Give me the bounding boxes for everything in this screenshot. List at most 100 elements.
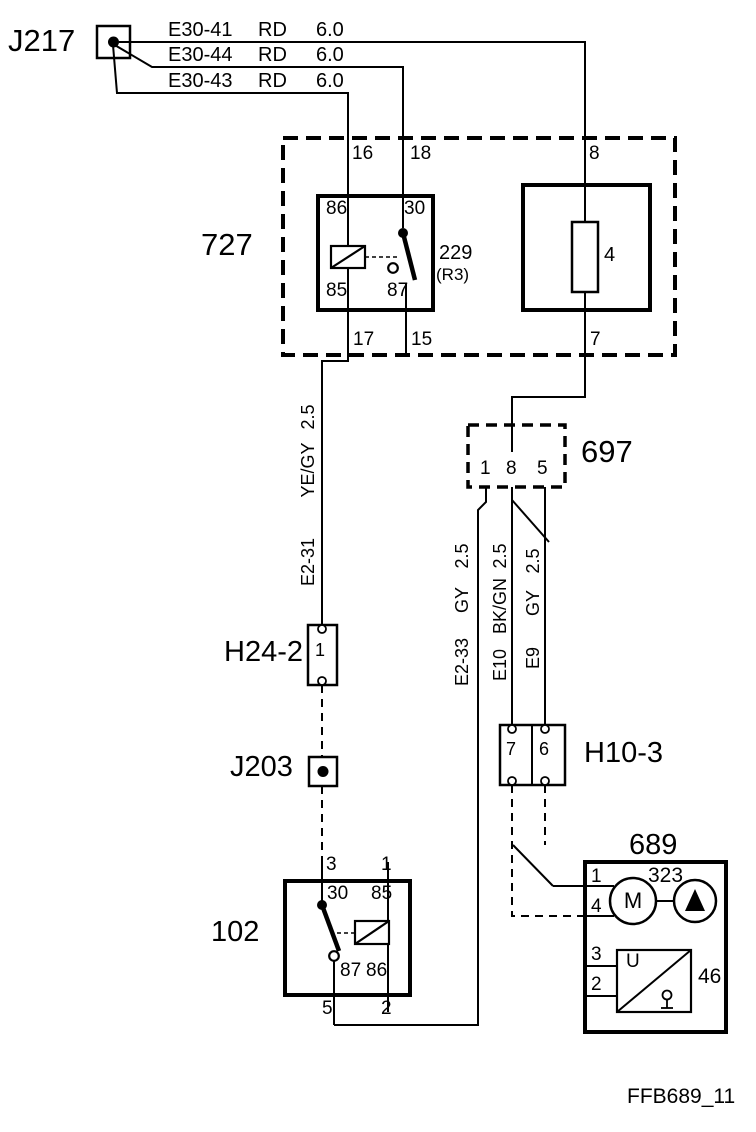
module-727-label: 727	[201, 227, 253, 262]
relay-102-label: 102	[211, 916, 260, 948]
pump-circle	[672, 878, 718, 924]
wire-e10-color: BK/GN	[490, 577, 510, 635]
comp102-pin-1: 1	[381, 854, 392, 875]
relay229-coil-diagonal	[330, 245, 366, 269]
level-sensor-box	[615, 948, 693, 1014]
conn697-border	[466, 423, 567, 489]
wire-color-label: RD	[258, 19, 287, 41]
comp102-terminal-86: 86	[366, 960, 388, 981]
pin-label-8: 8	[589, 143, 600, 164]
connH10-3-pin6-top	[540, 724, 550, 734]
motor-m-label: M	[623, 888, 643, 913]
sensor-46-label: 46	[698, 965, 722, 988]
wire-color-label: RD	[258, 44, 287, 66]
wire-e30-41	[119, 41, 586, 222]
pump-triangle-icon	[685, 889, 705, 911]
connector-697-label: 697	[581, 434, 633, 469]
connector-h10-3-label: H10-3	[584, 737, 663, 769]
comp102-coil-diagonal	[354, 920, 390, 945]
connH10-3-pin7-top	[507, 724, 517, 734]
wire-e2-31-id: E2-31	[298, 537, 318, 587]
relay229-terminal-87: 87	[387, 280, 409, 301]
wire-e30-44	[112, 43, 404, 228]
pin-label-18: 18	[410, 143, 432, 164]
wire-e10-size: 2.5	[490, 543, 510, 569]
pin-label-16: 16	[352, 143, 374, 164]
comp102-contact-87	[328, 950, 340, 962]
comp102-terminal-30: 30	[327, 883, 349, 904]
wire-size-label: 6.0	[316, 19, 344, 41]
j217-dot	[108, 36, 119, 48]
connH10-3-pin6-bottom	[540, 776, 550, 786]
pump-689-label: 689	[629, 829, 678, 861]
connH10-3-pin-7: 7	[506, 739, 517, 759]
sensor-u-label: U	[626, 951, 640, 972]
comp102-switch-arm	[319, 904, 342, 952]
comp102-box	[283, 879, 412, 997]
wire-e2-31	[321, 268, 349, 625]
relay229-switch-arm	[400, 232, 418, 281]
wire-e2-33-color: GY	[452, 586, 472, 614]
wire-e2-33-id: E2-33	[452, 637, 472, 687]
fuse727-box	[521, 183, 652, 312]
connector-h24-2-label: H24-2	[224, 636, 303, 668]
fuse727-element	[570, 220, 600, 294]
wire-id-label: E30-41	[168, 19, 233, 41]
connH24-2-pin-top	[317, 624, 327, 634]
connH24-2-pin-bottom	[317, 676, 327, 686]
comp689-pin-1: 1	[591, 866, 602, 887]
wire-size-label: 6.0	[316, 44, 344, 66]
wire-e30-43	[112, 44, 349, 246]
wire-e9-size: 2.5	[523, 548, 543, 574]
comp689-pin-4: 4	[591, 896, 602, 917]
conn697-pin-8: 8	[506, 458, 517, 479]
comp102-pin-2: 2	[381, 998, 392, 1019]
junction-j217-label: J217	[8, 23, 76, 58]
relay229-terminal-86: 86	[326, 198, 348, 219]
connH10-3-pin-6: 6	[539, 739, 550, 759]
comp102-terminal-85: 85	[371, 883, 393, 904]
junction-j203-label: J203	[230, 751, 293, 783]
wire-e9-id: E9	[523, 646, 543, 670]
level-sensor-diagonal	[616, 949, 692, 1013]
pin-label-7: 7	[590, 329, 601, 350]
fuse-4-label: 4	[604, 244, 616, 266]
wire-id-label: E30-44	[168, 44, 233, 66]
relay229-terminal-30: 30	[404, 198, 426, 219]
connH10-3-pin7-bottom	[507, 776, 517, 786]
comp689-pin-2: 2	[591, 974, 602, 995]
wire-size-label: 6.0	[316, 70, 344, 92]
connH24-2-pin-1: 1	[315, 640, 326, 660]
wire-e10-id: E10	[490, 648, 510, 682]
j203-dot	[317, 766, 329, 777]
relay229-terminal-85: 85	[326, 280, 348, 301]
wire-e2-31-size: 2.5	[298, 404, 318, 430]
option-slash-h10	[512, 844, 554, 887]
relay229-sub-label: (R3)	[436, 265, 470, 284]
conn697-pin-1: 1	[480, 458, 491, 479]
relay229-contact-87	[387, 262, 399, 274]
relay229-label: 229	[439, 242, 473, 264]
diagram-footer-code: FFB689_11	[627, 1085, 736, 1108]
pin-label-15: 15	[411, 329, 433, 350]
comp102-pin-5: 5	[322, 998, 333, 1019]
wire-id-label: E30-43	[168, 70, 233, 92]
conn697-pin-5: 5	[537, 458, 548, 479]
option-slash-697	[511, 499, 550, 543]
wire-fuse-to-697	[511, 292, 586, 452]
relay229-box	[316, 194, 435, 312]
pump-323-label: 323	[648, 864, 684, 887]
wire-e9-color: GY	[523, 589, 543, 617]
comp102-terminal-87: 87	[340, 960, 362, 981]
wire-e2-33	[334, 487, 487, 1026]
dashed-h10-to-689-pin4	[511, 785, 585, 917]
sensor-float-icon	[661, 989, 673, 1001]
wire-e2-31-color: YE/GY	[298, 442, 318, 498]
wire-e2-33-size: 2.5	[452, 543, 472, 569]
pin-label-17: 17	[353, 329, 375, 350]
comp689-pin-3: 3	[591, 944, 602, 965]
comp689-box	[583, 860, 728, 1034]
box727-border	[281, 136, 677, 357]
comp102-pin-3: 3	[326, 854, 337, 875]
